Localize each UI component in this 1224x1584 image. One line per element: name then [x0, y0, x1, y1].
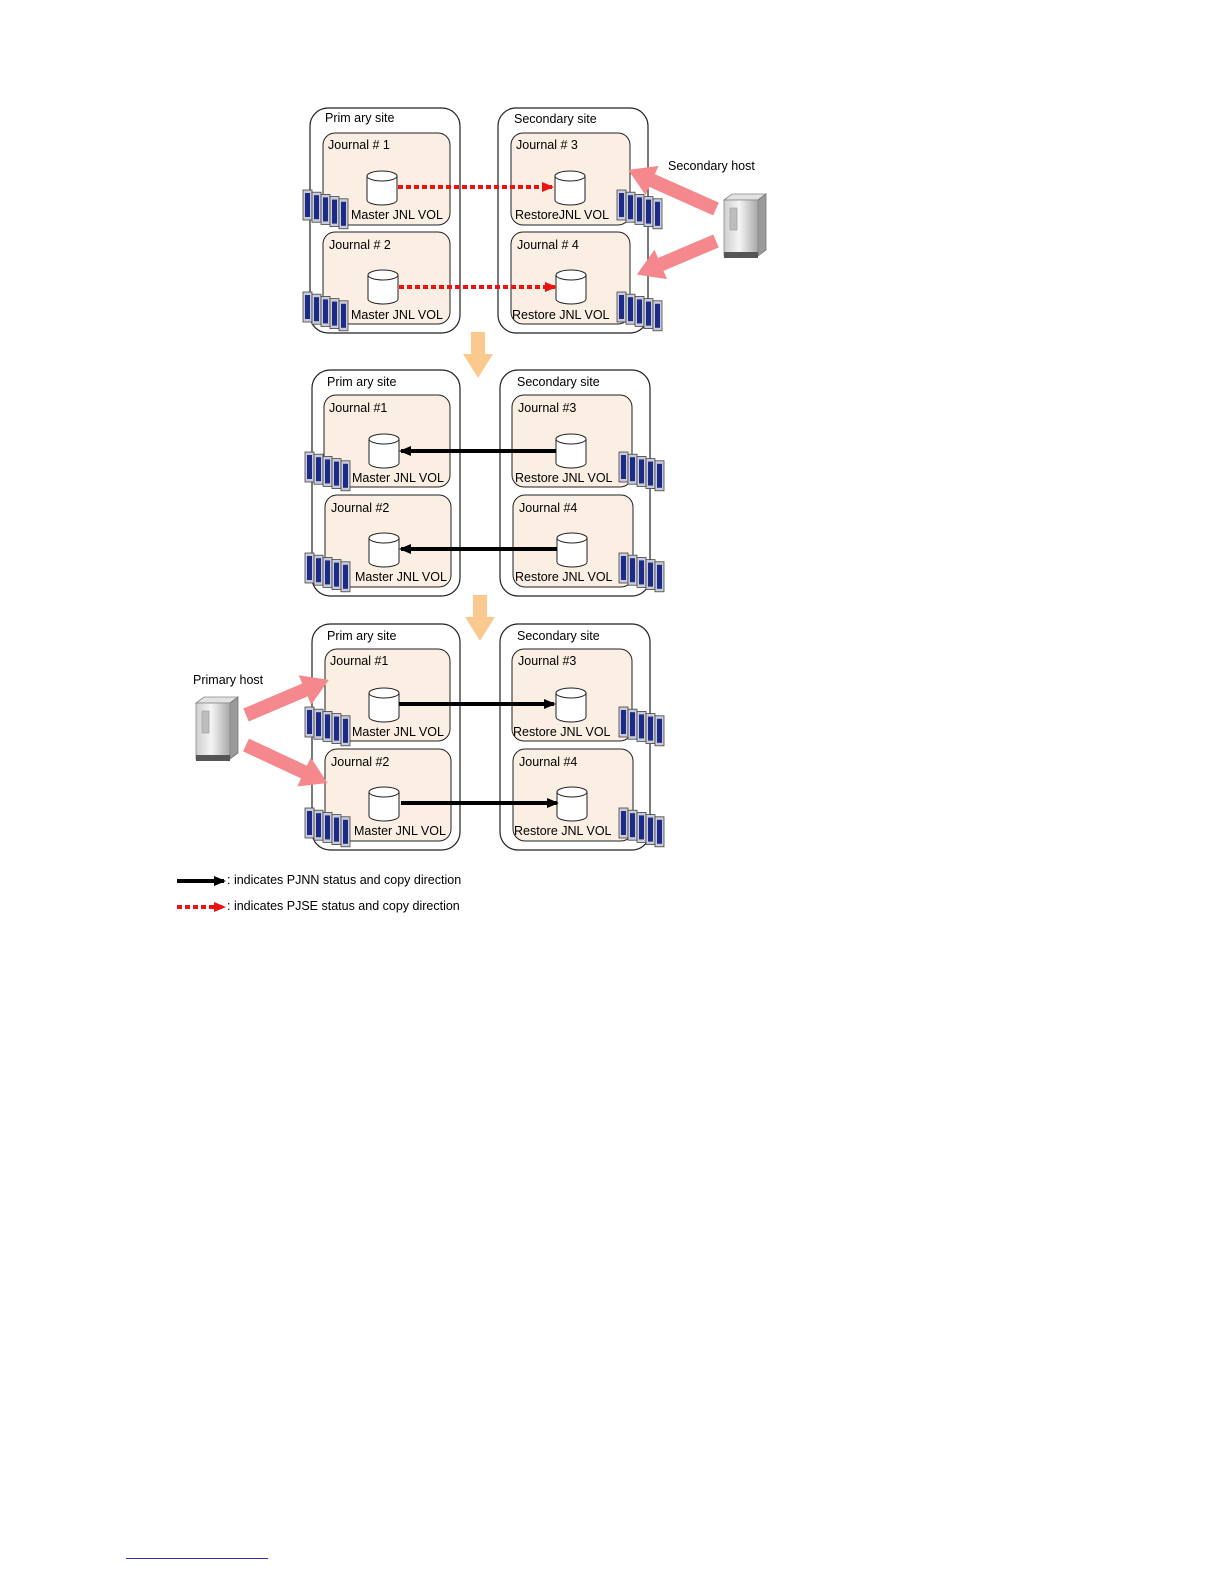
primary-site-label: Prim ary site	[327, 375, 397, 389]
storage-array-icon	[618, 451, 665, 492]
storage-array-icon	[304, 807, 351, 848]
volume-cylinder	[368, 687, 400, 723]
volume-cylinder	[555, 687, 587, 723]
host-access-arrow	[628, 165, 719, 216]
journal-2-label: Journal #2	[331, 501, 389, 515]
volume-cylinder	[556, 786, 588, 822]
storage-array-icon	[302, 189, 349, 230]
master-vol-label: Master JNL VOL	[354, 824, 446, 838]
secondary-site-label: Secondary site	[517, 375, 600, 389]
master-vol-label: Master JNL VOL	[351, 308, 443, 322]
host-access-arrow	[243, 738, 328, 787]
master-vol-label: Master JNL VOL	[351, 208, 443, 222]
primary-site-label: Prim ary site	[327, 629, 397, 643]
journal-1-label: Journal #1	[329, 401, 387, 415]
restore-vol-label: Restore JNL VOL	[512, 308, 610, 322]
restore-vol-label: Restore JNL VOL	[515, 471, 613, 485]
primary-site-label: Prim ary site	[325, 111, 395, 125]
legend: : indicates PJNN status and copy directi…	[177, 873, 461, 913]
volume-cylinder	[366, 170, 398, 206]
storage-array-icon	[618, 706, 665, 747]
journal-4-label: Journal #4	[519, 755, 577, 769]
storage-array-icon	[618, 552, 665, 593]
volume-cylinder	[368, 532, 400, 568]
legend-pjnn-text: : indicates PJNN status and copy directi…	[227, 873, 461, 887]
storage-array-icon	[618, 807, 665, 848]
panel-2: Prim ary site Secondary site Journal #1 …	[304, 369, 665, 597]
host-access-arrow	[636, 234, 719, 280]
flow-arrow	[463, 332, 493, 378]
storage-array-icon	[302, 291, 349, 332]
storage-array-icon	[304, 706, 351, 747]
journal-4-label: Journal #4	[519, 501, 577, 515]
journal-3-label: Journal #3	[518, 654, 576, 668]
volume-cylinder	[556, 532, 588, 568]
journal-2-label: Journal # 2	[329, 238, 391, 252]
panel-1: Prim ary site Secondary site Journal # 1…	[302, 107, 768, 334]
journal-4-label: Journal # 4	[517, 238, 579, 252]
panel-3: Prim ary site Secondary site Journal #1 …	[193, 623, 665, 851]
journal-3-label: Journal # 3	[516, 138, 578, 152]
storage-array-icon	[304, 451, 351, 492]
master-vol-label: Master JNL VOL	[352, 725, 444, 739]
storage-array-icon	[616, 291, 663, 332]
volume-cylinder	[367, 269, 399, 305]
journal-3-label: Journal #3	[518, 401, 576, 415]
volume-cylinder	[554, 170, 586, 206]
footnote-rule	[126, 1558, 268, 1559]
restore-vol-label: Restore JNL VOL	[514, 824, 612, 838]
volume-cylinder	[368, 786, 400, 822]
secondary-site-label: Secondary site	[517, 629, 600, 643]
primary-host-label: Primary host	[193, 673, 264, 687]
host-access-arrow	[243, 675, 329, 722]
legend-pjse-text: : indicates PJSE status and copy directi…	[227, 899, 460, 913]
secondary-host-label: Secondary host	[668, 159, 755, 173]
volume-cylinder	[555, 433, 587, 469]
flow-arrow	[465, 595, 495, 641]
volume-cylinder	[555, 269, 587, 305]
secondary-site-label: Secondary site	[514, 112, 597, 126]
journal-2-label: Journal #2	[331, 755, 389, 769]
restore-vol-label: RestoreJNL VOL	[515, 208, 609, 222]
master-vol-label: Master JNL VOL	[355, 570, 447, 584]
journal-1-label: Journal #1	[330, 654, 388, 668]
secondary-host-server-icon	[722, 193, 768, 258]
master-vol-label: Master JNL VOL	[352, 471, 444, 485]
restore-vol-label: Restore JNL VOL	[515, 570, 613, 584]
journal-1-label: Journal # 1	[328, 138, 390, 152]
primary-host-server-icon	[194, 696, 240, 761]
volume-cylinder	[368, 433, 400, 469]
restore-vol-label: Restore JNL VOL	[513, 725, 611, 739]
storage-array-icon	[616, 189, 663, 230]
storage-array-icon	[304, 552, 351, 593]
